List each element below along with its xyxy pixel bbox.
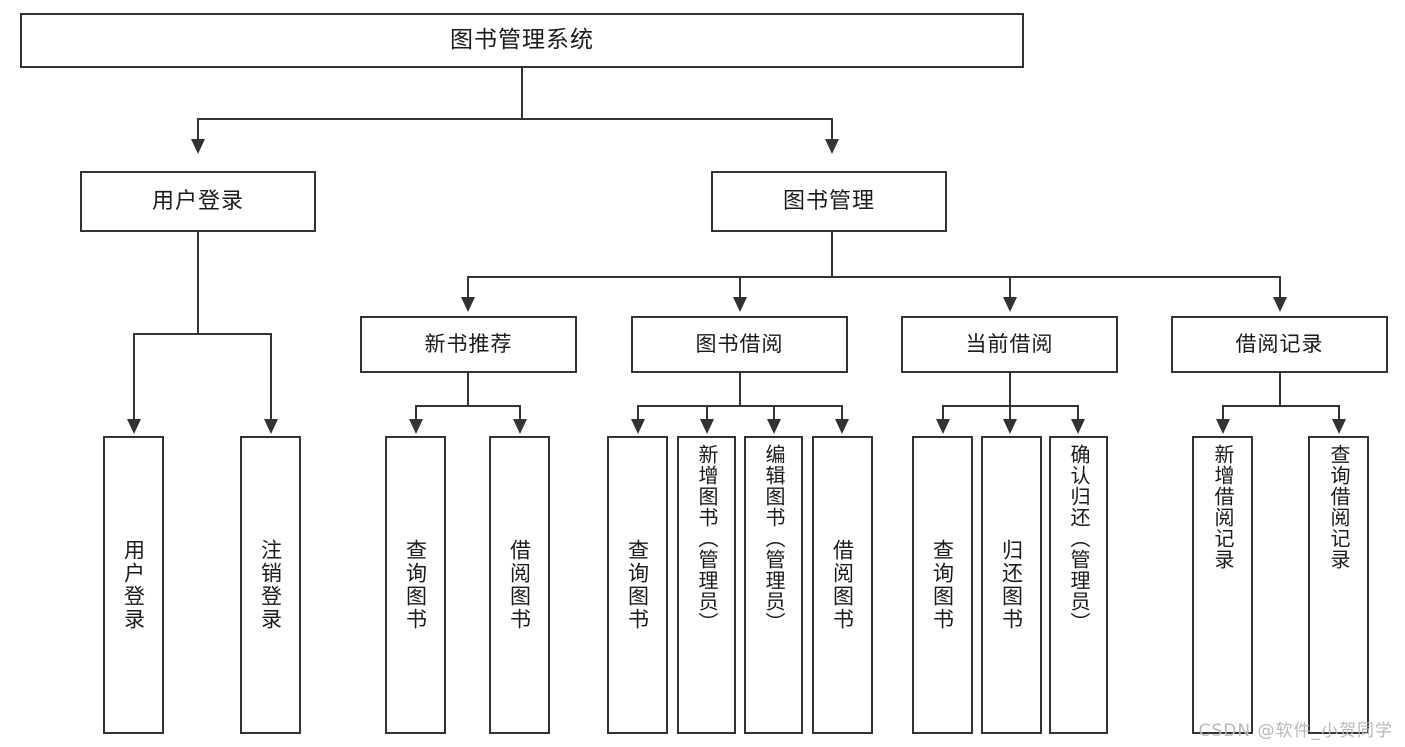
- node-current-borrow[interactable]: 当前借阅: [901, 316, 1118, 373]
- node-label: 用户登录: [151, 188, 244, 214]
- leaf-query-book-current[interactable]: 查询图书: [912, 436, 973, 734]
- connector-newbook-bus: [415, 405, 520, 407]
- leaf-add-book-admin[interactable]: 新增图书（管理员）: [677, 436, 736, 734]
- arrow-bookmgmt-to-borrow: [733, 297, 747, 312]
- connector-root-to-userlogin: [197, 118, 199, 140]
- arrow-bookmgmt-to-record: [1273, 297, 1287, 312]
- node-label: 查询图书: [403, 539, 428, 631]
- connector-borrow-bus: [637, 405, 843, 407]
- arrow-current-leaf-1: [936, 419, 950, 434]
- connector-newbook-drop-1: [415, 405, 417, 420]
- node-label: 归还图书: [999, 539, 1024, 631]
- node-label: 借阅记录: [1235, 332, 1324, 357]
- arrow-userlogin-leaf-2: [264, 419, 278, 434]
- connector-record-drop-2: [1338, 405, 1340, 420]
- arrow-bookmgmt-to-newbook: [461, 297, 475, 312]
- node-label: 用户登录: [121, 539, 146, 631]
- node-label: 查询借阅记录: [1327, 444, 1351, 570]
- connector-root-to-bookmgmt: [831, 118, 833, 140]
- connector-newbook-stem: [467, 373, 469, 406]
- arrow-newbook-leaf-1: [409, 419, 423, 434]
- node-label: 查询图书: [930, 539, 955, 631]
- node-label: 注销登录: [258, 539, 283, 631]
- connector-bookmgmt-drop-1: [467, 276, 469, 298]
- leaf-user-login[interactable]: 用户登录: [103, 436, 164, 734]
- node-label: 图书借阅: [695, 332, 784, 357]
- node-label: 确认归还（管理员）: [1067, 444, 1091, 633]
- connector-borrow-stem: [739, 373, 741, 406]
- leaf-query-book-borrow[interactable]: 查询图书: [607, 436, 668, 734]
- connector-borrow-drop-1: [637, 405, 639, 420]
- arrow-record-leaf-1: [1216, 419, 1230, 434]
- arrow-root-to-bookmgmt: [825, 139, 839, 154]
- arrow-borrow-leaf-1: [631, 419, 645, 434]
- node-label: 图书管理: [782, 188, 875, 214]
- leaf-query-borrow-record[interactable]: 查询借阅记录: [1308, 436, 1369, 734]
- arrow-current-leaf-2: [1003, 419, 1017, 434]
- node-label: 当前借阅: [965, 332, 1054, 357]
- node-label: 新书推荐: [424, 332, 513, 357]
- connector-record-bus: [1222, 405, 1339, 407]
- node-borrow-record[interactable]: 借阅记录: [1171, 316, 1388, 373]
- connector-userlogin-bus: [133, 333, 271, 335]
- connector-userlogin-drop-1: [133, 333, 135, 420]
- arrow-borrow-leaf-4: [835, 419, 849, 434]
- connector-record-drop-1: [1222, 405, 1224, 420]
- leaf-confirm-return-admin[interactable]: 确认归还（管理员）: [1049, 436, 1108, 734]
- node-label: 图书管理系统: [450, 27, 594, 54]
- node-root-system[interactable]: 图书管理系统: [20, 13, 1024, 68]
- connector-record-stem: [1279, 373, 1281, 406]
- connector-root-stem: [521, 68, 523, 119]
- leaf-logout[interactable]: 注销登录: [240, 436, 301, 734]
- connector-borrow-drop-3: [773, 405, 775, 420]
- connector-current-stem: [1009, 373, 1011, 406]
- arrow-bookmgmt-to-current: [1003, 297, 1017, 312]
- node-book-borrow[interactable]: 图书借阅: [631, 316, 848, 373]
- node-label: 新增借阅记录: [1211, 444, 1235, 570]
- arrow-userlogin-leaf-1: [127, 419, 141, 434]
- connector-root-bus: [197, 118, 833, 120]
- connector-bookmgmt-drop-3: [1009, 276, 1011, 298]
- connector-userlogin-stem: [197, 232, 199, 334]
- arrow-borrow-leaf-3: [767, 419, 781, 434]
- node-new-book-recommend[interactable]: 新书推荐: [360, 316, 577, 373]
- node-user-login[interactable]: 用户登录: [80, 171, 316, 232]
- arrow-borrow-leaf-2: [700, 419, 714, 434]
- arrow-current-leaf-3: [1071, 419, 1085, 434]
- node-label: 查询图书: [625, 539, 650, 631]
- connector-borrow-drop-4: [841, 405, 843, 420]
- node-book-management[interactable]: 图书管理: [711, 171, 947, 232]
- leaf-borrow-book-recommend[interactable]: 借阅图书: [489, 436, 550, 734]
- arrow-root-to-userlogin: [191, 139, 205, 154]
- arrow-newbook-leaf-2: [513, 419, 527, 434]
- leaf-return-book[interactable]: 归还图书: [981, 436, 1042, 734]
- connector-bookmgmt-drop-2: [739, 276, 741, 298]
- connector-bookmgmt-stem: [831, 232, 833, 277]
- leaf-add-borrow-record[interactable]: 新增借阅记录: [1192, 436, 1253, 734]
- connector-userlogin-drop-2: [270, 333, 272, 420]
- connector-current-drop-1: [942, 405, 944, 420]
- connector-newbook-drop-2: [519, 405, 521, 420]
- leaf-query-book-recommend[interactable]: 查询图书: [385, 436, 446, 734]
- node-label: 编辑图书（管理员）: [762, 444, 786, 633]
- connector-current-drop-3: [1077, 405, 1079, 420]
- connector-bookmgmt-bus: [467, 276, 1279, 278]
- node-label: 借阅图书: [507, 539, 532, 631]
- arrow-record-leaf-2: [1332, 419, 1346, 434]
- node-label: 借阅图书: [830, 539, 855, 631]
- leaf-borrow-book[interactable]: 借阅图书: [812, 436, 873, 734]
- connector-borrow-drop-2: [706, 405, 708, 420]
- leaf-edit-book-admin[interactable]: 编辑图书（管理员）: [744, 436, 803, 734]
- connector-current-drop-2: [1009, 405, 1011, 420]
- connector-bookmgmt-drop-4: [1279, 276, 1281, 298]
- node-label: 新增图书（管理员）: [695, 444, 719, 633]
